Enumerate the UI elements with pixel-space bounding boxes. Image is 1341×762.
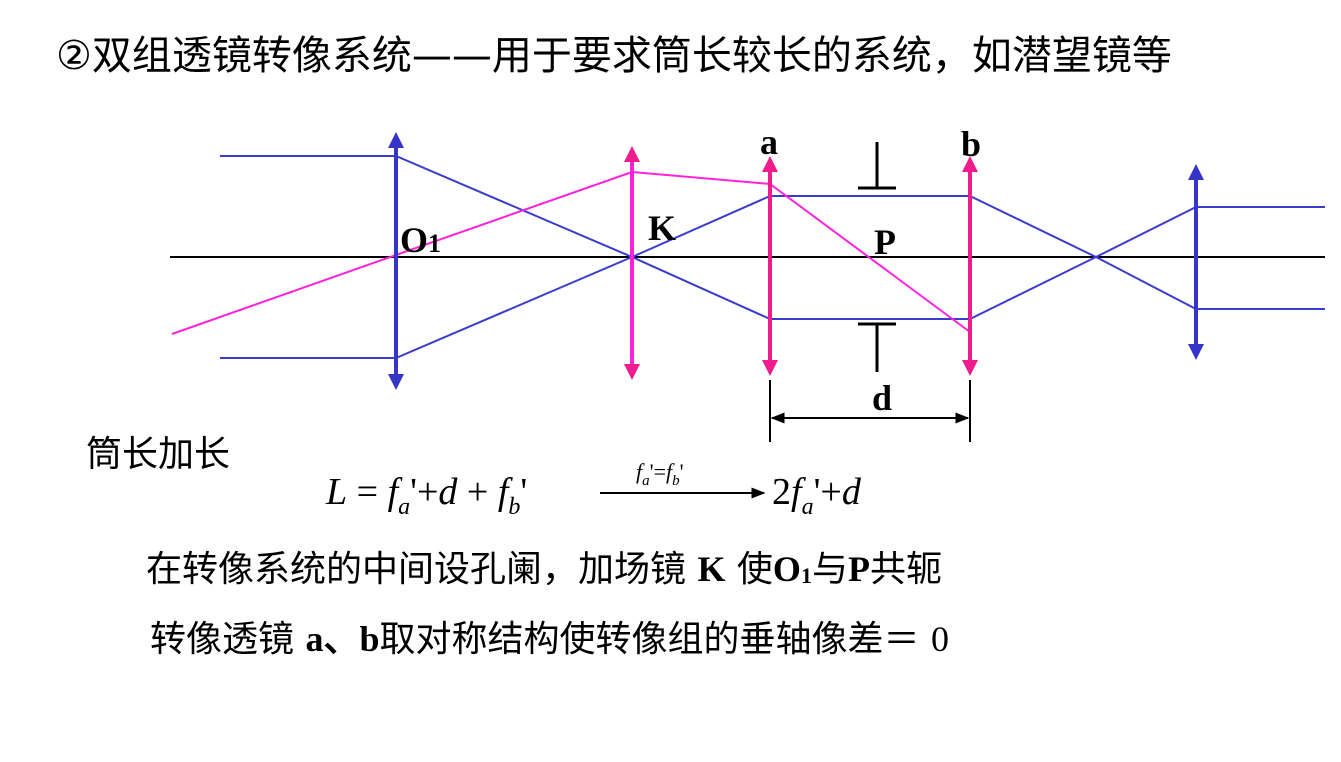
distance-d-dimension [769,380,971,442]
field-lens-statement: 在转像系统的中间设孔阑，加场镜 K 使O1与P共轭 [146,549,942,590]
blue-ray-lower [220,195,1325,359]
tube-length-formula: L = fa'+d + fb' fa'=fb' 2fa'+d [326,460,926,526]
blue-ray-bundle [220,155,1325,359]
label-o1: O1 [400,220,441,260]
label-b: b [961,124,981,164]
label-d: d [872,378,892,418]
tube-length-note: 筒长加长 [86,434,231,475]
page-title: ②双组透镜转像系统——用于要求筒长较长的系统，如潜望镜等 [56,33,1172,79]
blue-ray-upper [220,155,1325,320]
label-k: K [648,208,676,248]
label-a: a [760,122,778,162]
label-p: P [874,222,896,262]
aperture-stop [858,142,896,372]
formula-left: L = fa'+d + fb' [326,471,528,520]
formula-right: 2fa'+d [772,471,861,520]
formula-condition: fa'=fb' [636,459,684,489]
symmetric-relay-statement: 转像透镜 a、b取对称结构使转像组的垂轴像差＝ 0 [150,619,949,660]
